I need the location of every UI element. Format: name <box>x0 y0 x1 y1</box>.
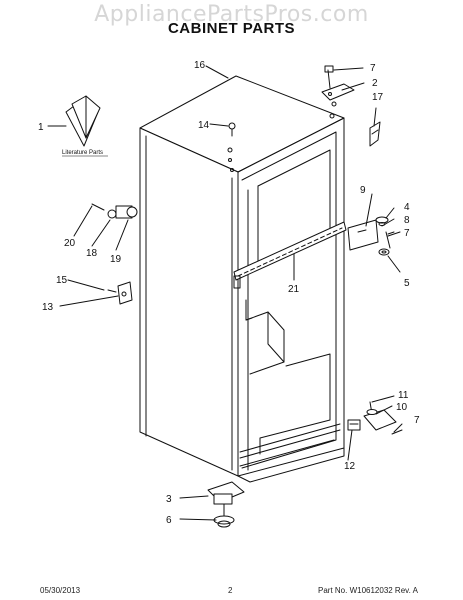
callout-15: 15 <box>56 275 68 286</box>
callout-3: 3 <box>166 494 172 505</box>
callout-19: 19 <box>110 254 122 265</box>
footer-page-number: 2 <box>228 586 233 595</box>
footer-part-number: Part No. W10612032 Rev. A <box>318 586 418 595</box>
callout-7-bottom: 7 <box>414 415 420 426</box>
callout-6: 6 <box>166 515 172 526</box>
callout-20: 20 <box>64 238 76 249</box>
callout-11: 11 <box>398 390 409 401</box>
callout-18: 18 <box>86 248 98 259</box>
center-hinge-assembly <box>347 216 401 256</box>
callout-17: 17 <box>372 92 384 103</box>
callout-9: 9 <box>360 185 366 196</box>
bottom-bracket <box>347 419 361 431</box>
callout-10: 10 <box>396 402 408 413</box>
hinge-cover <box>369 121 381 147</box>
callout-7-top: 7 <box>370 63 376 74</box>
callout-7-center: 7 <box>404 228 410 239</box>
cabinet-body <box>139 75 347 483</box>
callout-8: 8 <box>404 215 410 226</box>
callouts: 1 2 3 4 5 6 7 7 7 8 9 10 11 12 13 14 15 … <box>38 60 420 526</box>
bottom-hinge-assembly <box>363 401 403 435</box>
top-screw <box>228 122 236 137</box>
page-title: CABINET PARTS <box>167 20 296 37</box>
footer-date: 05/30/2013 <box>40 586 81 595</box>
callout-21: 21 <box>288 284 300 295</box>
door-stop-assembly <box>91 203 138 219</box>
leader-lines <box>47 65 403 521</box>
callout-1: 1 <box>38 122 44 133</box>
door-closer-assembly <box>107 281 133 305</box>
top-hinge-assembly <box>321 65 355 101</box>
callout-16: 16 <box>194 60 206 71</box>
literature-parts-label: Literature Parts <box>62 150 103 156</box>
literature-booklet <box>65 95 101 147</box>
callout-12: 12 <box>344 461 356 472</box>
callout-2: 2 <box>372 78 378 89</box>
callout-5: 5 <box>404 278 410 289</box>
watermark: AppliancePartsPros.com <box>94 2 369 27</box>
callout-4: 4 <box>404 202 410 213</box>
callout-14: 14 <box>198 120 210 131</box>
callout-13: 13 <box>42 302 54 313</box>
leveling-leg-assembly <box>207 481 245 528</box>
